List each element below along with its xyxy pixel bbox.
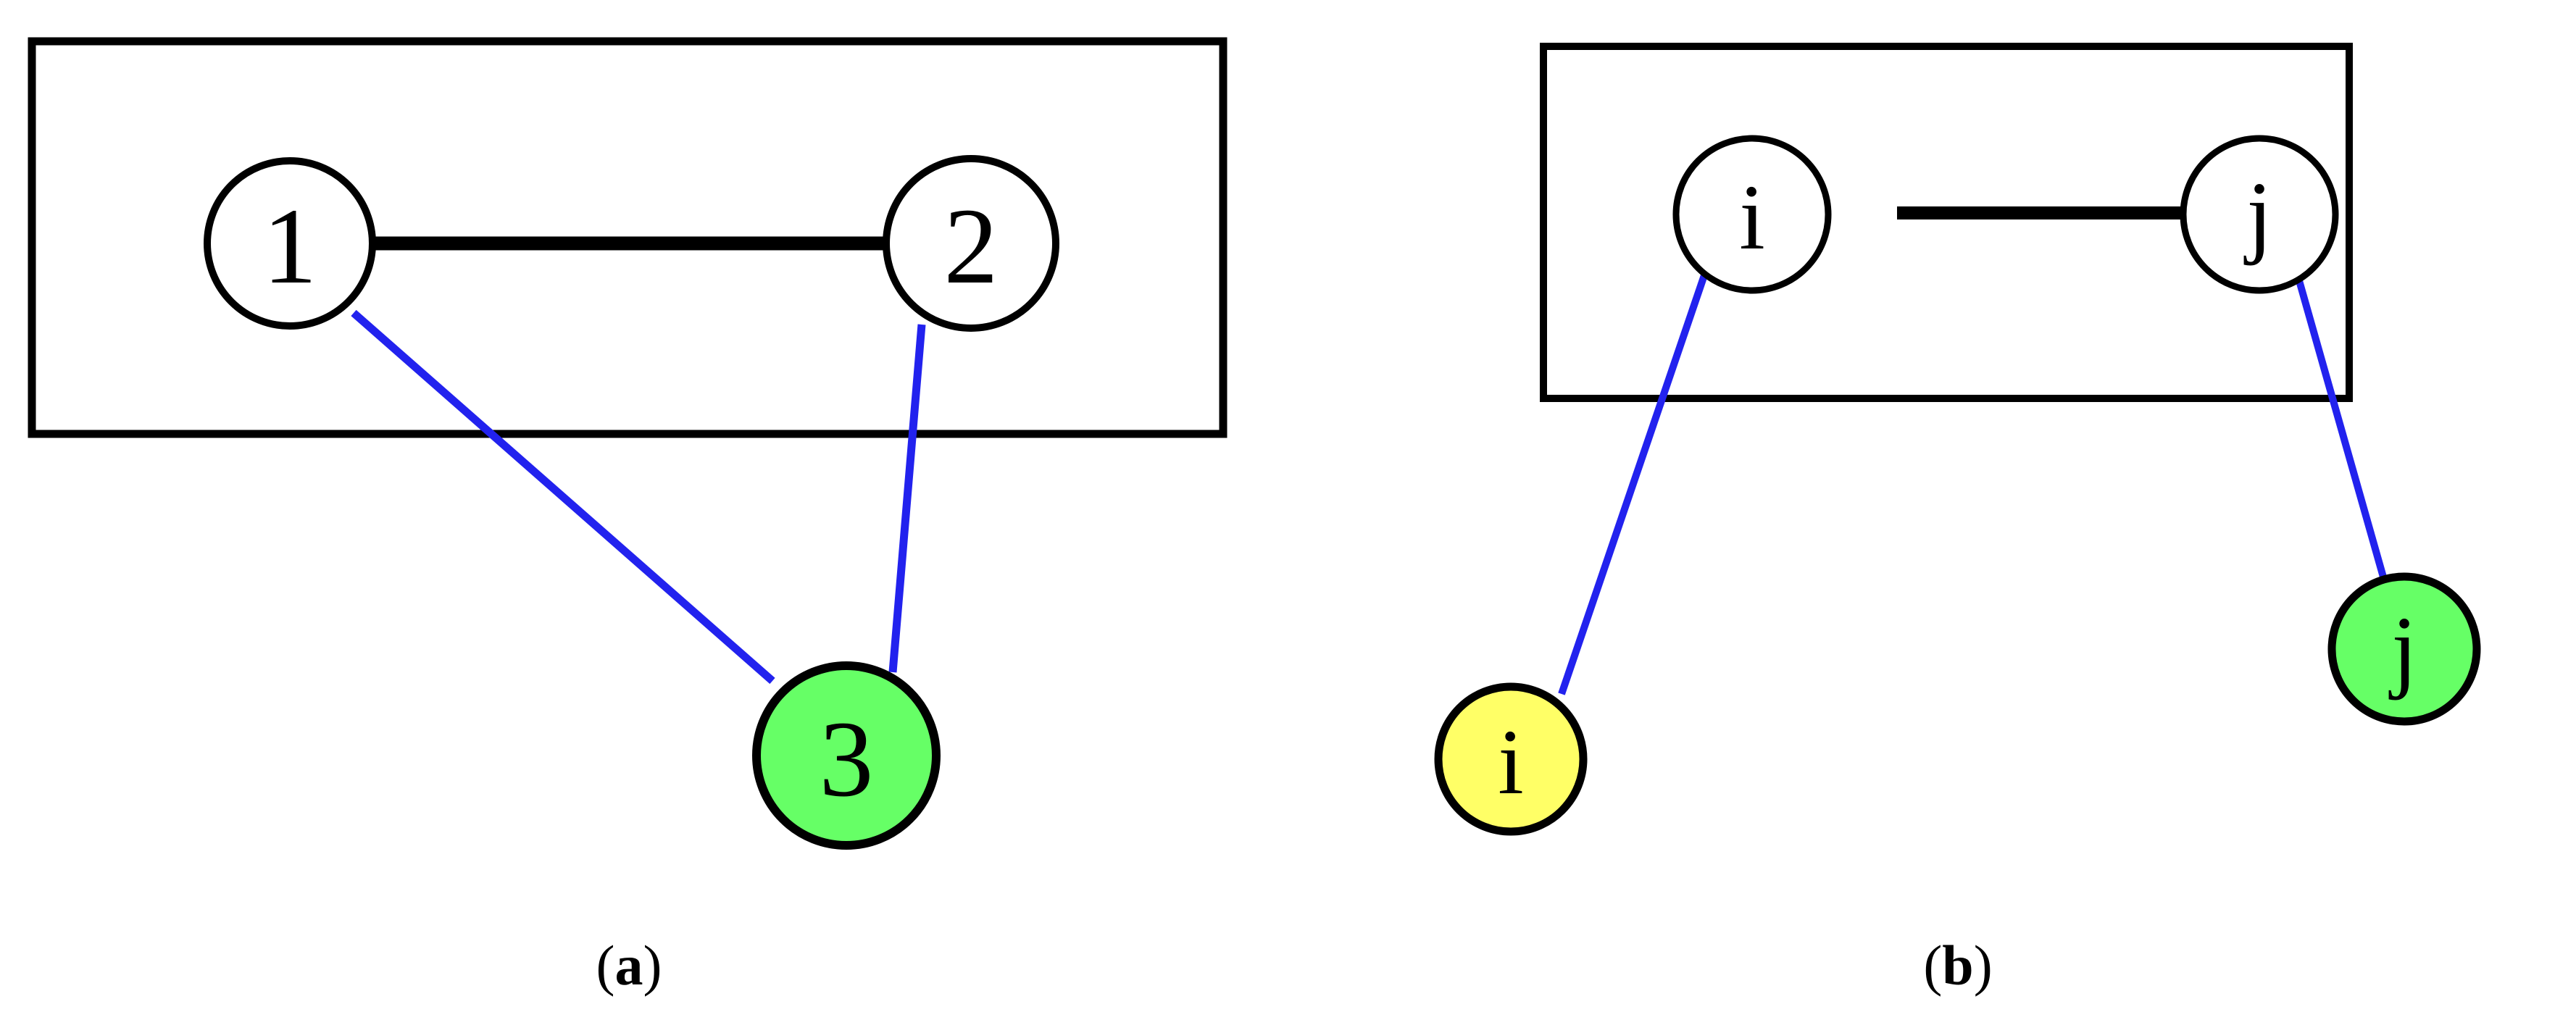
panel-b-edge-j-j [2295, 277, 2388, 581]
panel-a-node-2-circle[interactable] [883, 155, 1059, 332]
panel-b-node-j-boxed-circle[interactable] [2180, 135, 2339, 294]
panel-b-caption: (b) [1923, 934, 1992, 997]
panel-a-node-3[interactable]: 3 [752, 661, 941, 850]
panel-a-node-1-circle[interactable] [204, 157, 376, 330]
panel-a-edge-1-3 [351, 309, 775, 685]
panel-a-edge-2-3 [888, 324, 926, 673]
panel-a-node-2[interactable]: 2 [883, 155, 1059, 332]
panel-a-caption-letter: a [615, 934, 643, 997]
panel-b-node-j-boxed[interactable]: j [2180, 135, 2339, 294]
panel-b-node-i-boxed[interactable]: i [1672, 135, 1832, 294]
panel-b-node-i-outside-label: i [1498, 711, 1524, 813]
panel-b-caption-close: ) [1974, 934, 1993, 997]
panel-b-node-i-outside-circle[interactable] [1434, 682, 1588, 836]
panel-a: 1 2 3 (a) [28, 37, 1227, 997]
panel-b-node-i-boxed-label: i [1739, 166, 1765, 269]
panel-b-caption-letter: b [1942, 934, 1973, 997]
panel-a-node-3-circle[interactable] [752, 661, 941, 850]
panel-b-node-j-outside-circle[interactable] [2327, 572, 2481, 726]
panel-b: i j i j (b) [1434, 43, 2481, 997]
panel-b-node-j-outside-label: j [2388, 598, 2417, 700]
panel-b-node-i-boxed-circle[interactable] [1672, 135, 1832, 294]
panel-a-node-3-label: 3 [820, 699, 874, 819]
panel-b-node-j-boxed-label: j [2243, 163, 2272, 266]
panel-a-node-2-label: 2 [944, 186, 999, 306]
panel-a-caption: (a) [596, 934, 662, 997]
panel-a-caption-open: ( [596, 934, 615, 997]
panel-a-caption-close: ) [643, 934, 662, 997]
panel-b-edge-i-i [1558, 274, 1708, 695]
panel-b-node-i-outside[interactable]: i [1434, 682, 1588, 836]
panel-b-node-j-outside[interactable]: j [2327, 572, 2481, 726]
panel-a-node-1-label: 1 [263, 186, 317, 306]
panel-b-caption-open: ( [1923, 934, 1942, 997]
panel-a-node-1[interactable]: 1 [204, 157, 376, 330]
